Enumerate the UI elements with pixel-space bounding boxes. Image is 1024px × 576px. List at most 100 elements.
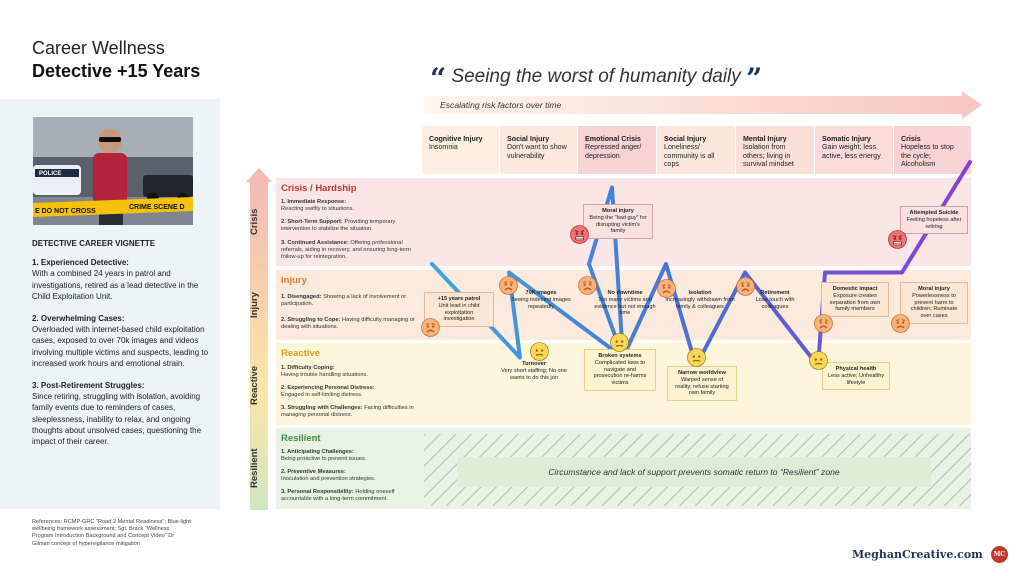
angry-face-icon xyxy=(888,230,907,249)
neutral-face-icon xyxy=(610,333,629,352)
page-title-line2: Detective +15 Years xyxy=(32,61,201,81)
header-cell-4: Social Injury Loneliness/ community is a… xyxy=(657,126,735,174)
neutral-face-icon xyxy=(687,348,706,367)
node-13: Attempted Suicide Feeling hopeless after… xyxy=(900,206,968,235)
node-4-text: Being the "bad guy" for disrupting victi… xyxy=(589,214,647,235)
detective-photo: POLICE E DO NOT CROSS CRIME SCENE D xyxy=(33,117,193,225)
node-8-title: Narrow worldview xyxy=(678,370,726,376)
node-5-title: No downtime xyxy=(607,290,643,296)
header-cell-5-text: Isolation from others; living in surviva… xyxy=(743,143,794,169)
zone-crisis-item-3-label: 3. Continued Assistance: xyxy=(281,240,349,246)
sad-face-icon xyxy=(499,276,518,295)
node-2: Turnover Very short staffing; No one wan… xyxy=(496,361,572,381)
node-11: Domestic impact Exposure creates separat… xyxy=(821,282,889,318)
angry-face-icon xyxy=(570,225,589,244)
vignette-section-3-title: 3. Post-Retirement Struggles: xyxy=(32,381,145,391)
sad-face-icon xyxy=(814,314,833,333)
header-cell-6: Somatic Injury Gain weight; less active,… xyxy=(815,126,893,174)
zone-reactive-item-3-label: 3. Struggling with Challenges: xyxy=(281,405,363,411)
resilient-banner: Circumstance and lack of support prevent… xyxy=(457,457,931,487)
header-cell-5: Mental Injury Isolation from others; liv… xyxy=(736,126,814,174)
zone-resilient-item-3-text: Holding oneself accountable with a long-… xyxy=(281,489,395,502)
journey-line xyxy=(430,160,972,368)
sad-face-icon xyxy=(657,279,676,298)
node-5: No downtime Too many victims and evidenc… xyxy=(590,290,660,317)
header-cell-4-text: Loneliness/ community is all cops xyxy=(664,143,715,169)
node-6-title: Broken systems xyxy=(598,353,642,359)
node-1-text: Unit lead in child exploitation investig… xyxy=(438,302,480,323)
header-cell-6-text: Gain weight; less active, less energy xyxy=(822,143,881,160)
node-12: Moral injury Powerlessness to prevent ha… xyxy=(900,282,968,324)
node-6-text: Complicated laws to navigate and prosecu… xyxy=(593,359,647,387)
node-10-title: Physical health xyxy=(835,366,877,372)
zone-resilient-item-1: 1. Anticipating Challenges:Being proacti… xyxy=(281,449,421,463)
quote: “ Seeing the worst of humanity daily ” xyxy=(430,62,762,95)
node-9: Retirement Lose touch with colleagues xyxy=(744,290,806,310)
header-cell-2: Social Injury Don't want to show vulnera… xyxy=(500,126,577,174)
header-cell-1-text: Insomnia xyxy=(429,143,458,152)
vignette-heading: DETECTIVE CAREER VIGNETTE xyxy=(32,239,156,248)
escalation-arrow xyxy=(424,91,982,119)
zone-resilient-item-2-text: Inoculation and prevention strategies. xyxy=(281,476,376,482)
node-7-text: Increasingly withdrawn from family & col… xyxy=(665,296,735,310)
node-13-title: Attempted Suicide xyxy=(909,210,959,216)
level-axis-arrow xyxy=(246,168,272,510)
node-3-title: 70K images xyxy=(525,290,557,296)
header-cell-3-title: Emotional Crisis xyxy=(585,135,641,143)
node-2-text: Very short staffing; No one wants to do … xyxy=(501,367,567,381)
quote-open-mark: “ xyxy=(430,62,447,95)
node-5-text: Too many victims and evidence but not en… xyxy=(594,296,656,317)
zone-crisis-item-3: 3. Continued Assistance: Offering profes… xyxy=(281,240,421,261)
header-cell-7-title: Crisis xyxy=(901,135,921,143)
header-cell-7: Crisis Hopeless to stop the cycle; Alcoh… xyxy=(894,126,971,174)
zone-crisis-title: Crisis / Hardship xyxy=(281,183,357,194)
vignette-section-2-text: Overloaded with internet-based child exp… xyxy=(32,325,209,368)
vignette-section-3-text: Since retiring, struggling with isolatio… xyxy=(32,392,202,447)
sad-face-icon xyxy=(578,276,597,295)
node-3-text: Seeing indecent images repeatedly xyxy=(511,296,571,310)
header-cell-1: Cognitive Injury Insomnia xyxy=(422,126,499,174)
node-4-title: Moral injury xyxy=(602,208,634,214)
zone-reactive-item-2-label: 2. Experiencing Personal Distress: xyxy=(281,385,375,391)
zone-injury-item-1-label: 1. Disengaged: xyxy=(281,294,322,300)
zone-crisis-item-1-text: Reacting swiftly to situations. xyxy=(281,206,355,212)
node-3: 70K images Seeing indecent images repeat… xyxy=(508,290,574,310)
header-cell-7-text: Hopeless to stop the cycle; Alcoholism xyxy=(901,143,954,169)
escalation-arrow-label: Escalating risk factors over time xyxy=(440,100,562,110)
zone-resilient-item-1-label: 1. Anticipating Challenges: xyxy=(281,449,354,455)
references: References: RCMP-GRC "Road 2 Mental Read… xyxy=(32,519,191,547)
header-cell-2-text: Don't want to show vulnerability xyxy=(507,143,567,160)
zone-injury-item-1-text: Showing a lack of involvement or partici… xyxy=(281,294,407,307)
node-10-text: Less active; Unhealthy lifestyle xyxy=(827,372,885,386)
node-10: Physical health Less active; Unhealthy l… xyxy=(822,362,890,391)
zone-reactive-item-3: 3. Struggling with Challenges: Facing di… xyxy=(281,405,421,419)
vignette-section-1-text: With a combined 24 years in patrol and i… xyxy=(32,269,199,301)
zone-resilient-item-1-text: Being proactive to prevent issues. xyxy=(281,456,367,462)
zone-crisis-item-1-label: 1. Immediate Response: xyxy=(281,199,347,205)
zone-crisis-item-1: 1. Immediate Response:Reacting swiftly t… xyxy=(281,199,421,213)
sad-face-icon xyxy=(736,277,755,296)
header-cell-3-text: Repressed anger/ depression xyxy=(585,143,642,160)
header-cell-1-title: Cognitive Injury xyxy=(429,135,483,143)
node-12-text: Powerlessness to prevent harm to childre… xyxy=(910,292,958,320)
zone-injury-item-2-text: Having difficulty managing or dealing wi… xyxy=(281,317,415,330)
zone-injury-item-1: 1. Disengaged: Showing a lack of involve… xyxy=(281,294,421,308)
node-9-text: Lose touch with colleagues xyxy=(755,296,795,310)
header-cell-6-title: Somatic Injury xyxy=(822,135,871,143)
node-13-text: Feeling hopeless after retiring xyxy=(906,216,962,230)
header-cell-3: Emotional Crisis Repressed anger/ depres… xyxy=(578,126,656,174)
zone-reactive-item-1-label: 1. Difficulty Coping: xyxy=(281,365,335,371)
node-1-title: +15 years patrol xyxy=(437,296,481,302)
node-8: Narrow worldview Warped sense of reality… xyxy=(667,366,737,402)
zone-injury-title: Injury xyxy=(281,275,307,286)
brand-name[interactable]: MeghanCreative.com xyxy=(852,548,983,561)
brand-logo-icon: MC xyxy=(991,546,1008,563)
node-12-title: Moral injury xyxy=(918,286,950,292)
zone-resilient-item-2-label: 2. Preventive Measures: xyxy=(281,469,346,475)
tape-text-right: CRIME SCENE D xyxy=(129,204,185,211)
quote-text: Seeing the worst of humanity daily xyxy=(451,66,741,87)
detective-photo-illustration: POLICE E DO NOT CROSS CRIME SCENE D xyxy=(33,117,193,225)
zone-injury-item-2-label: 2. Struggling to Cope: xyxy=(281,317,341,323)
page-title-line1: Career Wellness xyxy=(32,38,165,58)
header-cell-4-title: Social Injury xyxy=(664,135,707,143)
